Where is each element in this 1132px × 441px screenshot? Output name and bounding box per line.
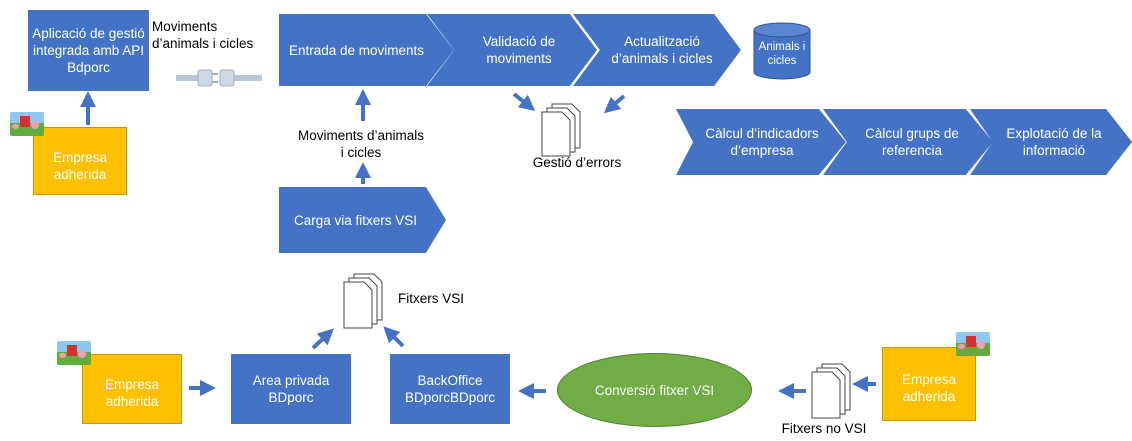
moviments-mid-label: Moviments d’animals i cicles bbox=[296, 127, 426, 161]
fitxers-no-vsi-text: Fitxers no VSI bbox=[781, 421, 867, 436]
arrow-validacio-to-errors bbox=[512, 92, 536, 111]
calcul-grups-label: Càlcul grups de referencia bbox=[865, 126, 959, 158]
farm-icon bbox=[57, 341, 91, 365]
gestio-errors-label: Gestió d’errors bbox=[522, 154, 632, 171]
fitxers-vsi-label: Fitxers VSI bbox=[398, 290, 488, 307]
area-privada-label: Area privada BDporc bbox=[252, 373, 330, 405]
database-animals: Animals i cicles bbox=[752, 20, 812, 80]
chevron-validacio: Validació de moviments bbox=[427, 14, 597, 86]
moviments-top-label: Moviments d’animals i cicles bbox=[152, 18, 277, 52]
carga-vsi-label: Carga via fitxers VSI bbox=[293, 212, 418, 228]
farm-icon bbox=[956, 332, 990, 356]
plug-icon bbox=[176, 69, 262, 87]
conversio-ellipse: Conversió fitxer VSI bbox=[557, 353, 752, 427]
farm-icon bbox=[10, 112, 44, 136]
document-stack-icon bbox=[811, 363, 851, 419]
fitxers-vsi-text: Fitxers VSI bbox=[398, 291, 465, 306]
validacio-label: Validació de moviments bbox=[482, 34, 556, 66]
calcul-indicadors-label: Càlcul d’indicadors d’empresa bbox=[705, 126, 819, 158]
backoffice-label: BackOffice BDporcBDporc bbox=[404, 373, 496, 405]
document-stack-icon bbox=[343, 273, 383, 329]
actualitzacio-label: Actualització d’animals i cicles bbox=[611, 34, 713, 66]
gestio-errors-text: Gestió d’errors bbox=[532, 155, 622, 170]
empresa-top-label: Empresa adherida bbox=[52, 150, 108, 182]
chevron-calcul-indicadors: Càlcul d’indicadors d’empresa bbox=[676, 109, 846, 175]
document-stack-icon bbox=[541, 103, 581, 157]
empresa-bottom-left-label: Empresa adherida bbox=[104, 377, 160, 409]
entrada-label: Entrada de moviments bbox=[288, 42, 425, 58]
arrow-backoffice-to-fitxers bbox=[383, 326, 405, 348]
chevron-actualitzacio: Actualització d’animals i cicles bbox=[573, 14, 741, 86]
area-privada-box: Area privada BDporc bbox=[231, 354, 351, 424]
app-gestio-box: Aplicació de gestió integrada amb API Bd… bbox=[28, 10, 149, 91]
fitxers-no-vsi-label: Fitxers no VSI bbox=[772, 420, 876, 437]
empresa-adherida-bottom-right: Empresa adherida bbox=[882, 347, 976, 421]
database-icon bbox=[753, 22, 811, 80]
empresa-adherida-top: Empresa adherida bbox=[33, 127, 127, 195]
chevron-carga-vsi: Carga via fitxers VSI bbox=[279, 187, 446, 253]
chevron-explotacio: Explotació de la informació bbox=[970, 109, 1132, 175]
explotacio-label: Explotació de la informació bbox=[1006, 126, 1102, 158]
chevron-entrada: Entrada de moviments bbox=[279, 14, 454, 86]
moviments-top-text: Moviments d’animals i cicles bbox=[152, 19, 254, 51]
moviments-mid-text: Moviments d’animals i cicles bbox=[297, 128, 425, 160]
conversio-label: Conversió fitxer VSI bbox=[594, 382, 715, 398]
empresa-bottom-right-label: Empresa adherida bbox=[901, 372, 957, 404]
empresa-adherida-bottom-left: Empresa adherida bbox=[82, 354, 182, 424]
backoffice-box: BackOffice BDporcBDporc bbox=[390, 354, 510, 424]
chevron-calcul-grups: Càlcul grups de referencia bbox=[823, 109, 993, 175]
arrow-area-to-fitxers bbox=[311, 328, 334, 350]
app-gestio-label: Aplicació de gestió integrada amb API Bd… bbox=[32, 26, 145, 75]
arrow-actualitzacio-to-errors bbox=[603, 94, 626, 114]
database-label: Animals i cicles bbox=[758, 41, 806, 67]
